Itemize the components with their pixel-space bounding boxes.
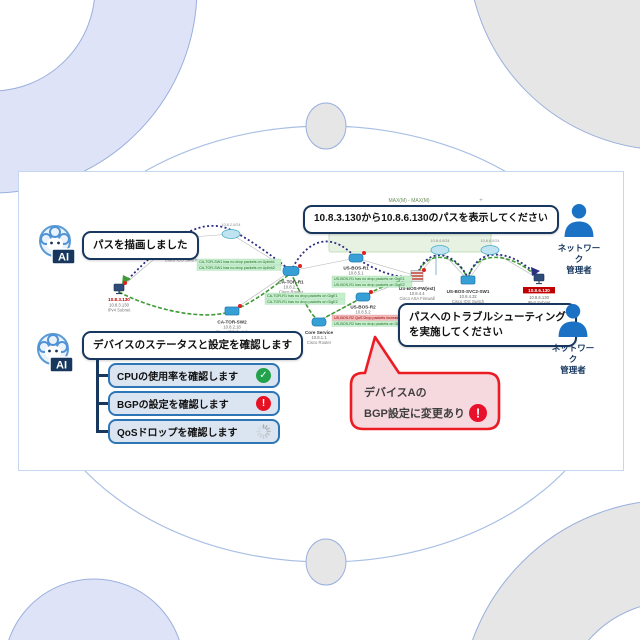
- cloud-node: 10.8.6.0/24: [480, 239, 500, 255]
- node-router: CA-TOR-R1 10.8.2.1 Cisco Router: [278, 264, 304, 295]
- svg-text:10.8.2.18: 10.8.2.18: [223, 325, 241, 330]
- network-admin-2: ネットワーク 管理者: [551, 303, 595, 376]
- ring-shape-bottom-right: [472, 501, 640, 640]
- node-switch: US-BOS-SVC2-SW1 10.8.4.32 Cisco IOS Swit…: [447, 275, 490, 304]
- ai-badge: [51, 248, 76, 265]
- svg-text:CA-TOR-R1 has no drop packets: CA-TOR-R1 has no drop packets on GigE2: [267, 300, 338, 304]
- svg-text:CA-TOR-SW2: CA-TOR-SW2: [217, 320, 247, 325]
- svg-text:10.8.2.0/24: 10.8.2.0/24: [221, 223, 240, 227]
- destination-highlight: [523, 287, 555, 294]
- spinner-icon: [256, 424, 271, 439]
- svg-text:10.8.6.130: 10.8.6.130: [528, 288, 550, 293]
- main-panel: MAX(M) - MAX(M) + 10.8.2.0/24 10.8.4.0/2…: [18, 171, 624, 471]
- ai-avatar: AI: [37, 333, 74, 373]
- endpoint-destination: 10.8.6.130 10.8.6.130 IPv4 Subnet: [523, 273, 555, 305]
- alert-exclamation-icon: [469, 404, 487, 422]
- alert-line1: デバイスAの: [364, 385, 427, 399]
- ai-message-check-status: デバイスのステータスと設定を確認します: [82, 331, 304, 361]
- cloud-node: 10.8.2.0/24: [221, 223, 241, 239]
- task-label: CPUの使用率を確認します: [117, 372, 239, 383]
- svg-text:AI: AI: [56, 360, 67, 372]
- network-topology-diagram: MAX(M) - MAX(M) + 10.8.2.0/24 10.8.4.0/2…: [108, 198, 555, 345]
- svg-text:CA-TOR-R1 has no drop packets: CA-TOR-R1 has no drop packets on GigE1: [267, 294, 338, 298]
- dome-shape-bottom-left: [8, 578, 180, 640]
- svg-text:IPv4 Subnet: IPv4 Subnet: [528, 300, 552, 305]
- ai-message-path-drawn: パスを描画しました: [82, 231, 199, 261]
- svg-text:10.8.4.0/24: 10.8.4.0/24: [430, 239, 449, 243]
- user-message-troubleshoot-line1: パスへのトラブルシューティング: [409, 311, 566, 323]
- small-circle-bottom: [305, 538, 347, 586]
- svg-text:10.8.3.130: 10.8.3.130: [109, 303, 129, 308]
- ai-avatar: AI: [39, 225, 76, 265]
- user-message-path-request: 10.8.3.130から10.8.6.130のパスを表示してください: [303, 205, 559, 234]
- svg-text:!: !: [476, 406, 480, 421]
- svg-text:10.8.1.1: 10.8.1.1: [311, 335, 327, 340]
- task-bgp-check: BGPの設定を確認します !: [108, 391, 280, 416]
- navy-arrowhead: [531, 267, 540, 276]
- user-message-troubleshoot: パスへのトラブルシューティング を実施してください: [398, 303, 577, 348]
- topology-tooltip-close-icon: +: [479, 198, 483, 204]
- circle-shape-top-right: [473, 0, 640, 149]
- person-icon: [564, 204, 594, 237]
- svg-text:US-BOS-R1: US-BOS-R1: [343, 266, 369, 271]
- alert-callout: デバイスAの BGP設定に変更あり !: [349, 335, 501, 431]
- svg-text:10.8.5.1: 10.8.5.1: [348, 271, 364, 276]
- svg-text:US-BOS-R1 has no drop packets: US-BOS-R1 has no drop packets on GigE2: [334, 283, 405, 287]
- persona-role-line1: ネットワーク: [551, 343, 595, 365]
- svg-text:10.8.2.1: 10.8.2.1: [283, 285, 299, 290]
- svg-text:10.8.6.130: 10.8.6.130: [529, 295, 549, 300]
- node-router: US-BOS-R1 10.8.5.1: [343, 251, 369, 276]
- svg-text:US-BOS-FW(ext): US-BOS-FW(ext): [399, 286, 436, 291]
- task-tree-branch: [96, 430, 109, 433]
- svg-text:Cisco Router: Cisco Router: [279, 290, 304, 295]
- svg-text:10.8.6.0/24: 10.8.6.0/24: [480, 239, 499, 243]
- persona-role-line1: ネットワーク: [557, 243, 601, 265]
- person-icon: [558, 304, 588, 337]
- ring-shape-top-left: [0, 0, 198, 194]
- node-router: US-BOS-R2 10.8.5.2: [350, 290, 376, 315]
- network-admin-1: ネットワーク 管理者: [557, 203, 601, 276]
- svg-text:10.8.5.2: 10.8.5.2: [355, 310, 371, 315]
- persona-role-line2: 管理者: [566, 265, 592, 276]
- status-note-green: CA-TOR-SW1 has no drop packets on Uplink…: [196, 258, 413, 327]
- svg-text:CA-TOR-SW1 has no drop packets: CA-TOR-SW1 has no drop packets on Uplink…: [199, 260, 275, 264]
- svg-text:Cisco Router: Cisco Router: [307, 340, 332, 345]
- svg-text:Cisco ASA Firewall: Cisco ASA Firewall: [399, 296, 434, 301]
- svg-text:US-BOS-SVC2-SW1: US-BOS-SVC2-SW1: [447, 289, 490, 294]
- svg-text:CA-TOR-SW1 has no drop packets: CA-TOR-SW1 has no drop packets on Uplink…: [199, 266, 275, 270]
- task-cpu-check: CPUの使用率を確認します ✓: [108, 363, 280, 388]
- user-message-troubleshoot-line2: を実施してください: [409, 326, 503, 339]
- svg-text:US-BOS-R2 QoS Drop packets inc: US-BOS-R2 QoS Drop packets increased on …: [334, 316, 419, 320]
- svg-text:10.8.4.4: 10.8.4.4: [409, 291, 425, 296]
- svg-text:US-BOS-R2 has no drop packets: US-BOS-R2 has no drop packets on GigE2: [334, 322, 405, 326]
- exclamation-circle-icon: !: [256, 396, 271, 411]
- task-label: QoSドロップを確認します: [117, 428, 238, 439]
- svg-text:US-BOS-R1 has no drop packets: US-BOS-R1 has no drop packets on GigE1: [334, 277, 405, 281]
- endpoint-source: 10.8.3.130 10.8.3.130 IPv4 Subnet: [108, 281, 132, 313]
- svg-text:IPv4 Subnet: IPv4 Subnet: [108, 308, 132, 313]
- persona-role-line2: 管理者: [560, 365, 586, 376]
- alert-line2: BGP設定に変更あり: [364, 406, 465, 420]
- task-qos-check: QoSドロップを確認します: [108, 419, 280, 444]
- node-switch: CA-TOR-SW2 10.8.2.18 Cisco IOS Switch: [216, 304, 249, 335]
- svg-text:US-BOS-R2: US-BOS-R2: [350, 305, 376, 310]
- task-tree-branch: [96, 402, 109, 405]
- svg-text:Core Service: Core Service: [305, 330, 334, 335]
- topology-tooltip-header: MAX(M) - MAX(M): [388, 198, 429, 204]
- task-label: BGPの設定を確認します: [117, 400, 229, 411]
- svg-text:CA-TOR-R1: CA-TOR-R1: [278, 280, 304, 285]
- svg-text:10.8.4.32: 10.8.4.32: [459, 294, 477, 299]
- check-circle-icon: ✓: [256, 368, 271, 383]
- task-tree-branch: [96, 374, 109, 377]
- cloud-node: 10.8.4.0/24: [430, 239, 450, 255]
- ai-badge: [49, 356, 74, 373]
- svg-text:Cisco IOS Switch: Cisco IOS Switch: [452, 299, 485, 304]
- task-tree-connector: [96, 360, 99, 432]
- small-circle-top: [305, 102, 347, 150]
- node-router: Core Service 10.8.1.1 Cisco Router: [305, 317, 334, 345]
- svg-text:10.8.3.130: 10.8.3.130: [108, 297, 130, 302]
- svg-text:AI: AI: [58, 252, 69, 264]
